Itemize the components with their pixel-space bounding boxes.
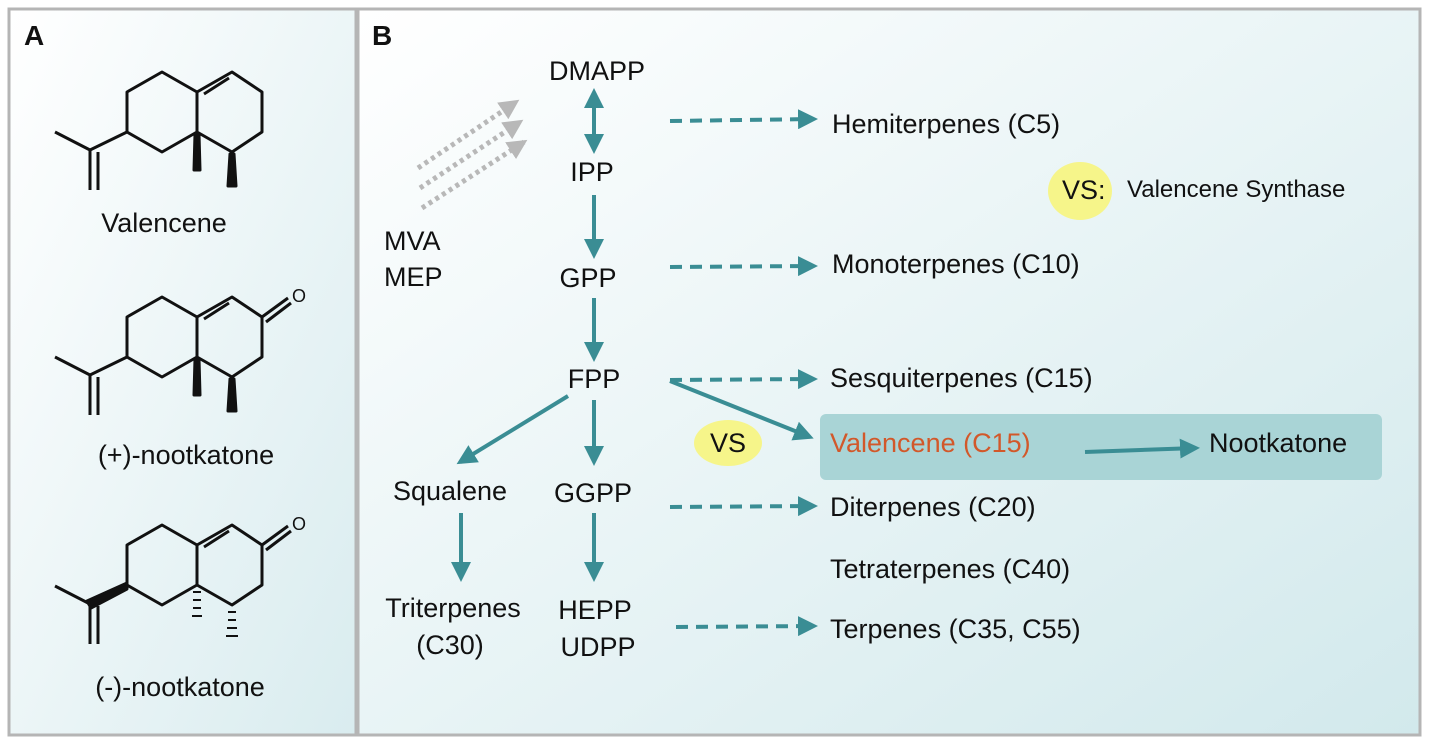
arrow-to-monoterpenes [669, 256, 818, 277]
molecule-label-minus-nootkatone: (-)-nootkatone [95, 672, 265, 702]
enzyme-badge-label: VS [709, 428, 747, 458]
molecule-label-plus-nootkatone: (+)-nootkatone [97, 440, 275, 470]
product-valencene: Valencene (C15) [830, 428, 1031, 458]
source-mep: MEP [384, 262, 443, 292]
node-hepp: HEPP [558, 595, 632, 625]
valencene-structure [54, 70, 264, 190]
product-diterpenes: Diterpenes (C20) [830, 492, 1036, 522]
product-terpenes: Terpenes (C35, C55) [830, 614, 1081, 644]
node-fpp: FPP [567, 364, 621, 394]
arrow-to-hemiterpenes [669, 109, 818, 130]
legend-text: Valencene Synthase [1127, 176, 1346, 203]
arrow-valencene-nootkatone [1084, 438, 1200, 459]
node-gpp: GPP [559, 263, 617, 293]
arrow-fpp-valencene [669, 379, 814, 441]
node-triterpenes-carbon: (C30) [416, 630, 484, 660]
node-squalene: Squalene [392, 476, 508, 506]
oxygen-label-plus: O [292, 286, 306, 306]
node-ggpp: GGPP [553, 478, 633, 508]
oxygen-label-minus: O [292, 514, 306, 534]
mva-mep-arrows [416, 99, 528, 211]
legend-badge [1048, 162, 1112, 220]
pathway-dashed-arrows [669, 109, 818, 637]
pathway-solid-arrows [451, 88, 814, 582]
panel-a-background [7, 7, 358, 737]
arrow-to-terpenes [675, 616, 818, 637]
panel-b-background [356, 7, 1422, 737]
enzyme-badge [694, 420, 762, 466]
legend-abbr: VS: [1062, 175, 1106, 205]
product-tetraterpenes: Tetraterpenes (C40) [830, 554, 1071, 584]
product-monoterpenes: Monoterpenes (C10) [832, 249, 1080, 279]
molecule-label-valencene: Valencene [101, 208, 227, 238]
node-udpp: UDPP [560, 632, 636, 662]
node-dmapp: DMAPP [548, 56, 646, 86]
node-ipp: IPP [570, 157, 614, 187]
minus-nootkatone-structure [54, 523, 292, 644]
node-triterpenes: Triterpenes [385, 593, 521, 623]
panel-a-letter: A [24, 20, 45, 51]
product-nootkatone: Nootkatone [1209, 428, 1348, 458]
product-hemiterpenes: Hemiterpenes (C5) [832, 109, 1061, 139]
plus-nootkatone-structure [54, 295, 292, 415]
arrow-to-sesquiterpenes [669, 369, 818, 390]
arrow-fpp-squalene [456, 394, 570, 465]
arrow-to-diterpenes [669, 496, 818, 517]
source-mva: MVA [384, 226, 441, 256]
valencene-highlight-box [820, 414, 1382, 480]
panel-b-letter: B [372, 20, 393, 51]
product-sesquiterpenes: Sesquiterpenes (C15) [830, 363, 1093, 393]
